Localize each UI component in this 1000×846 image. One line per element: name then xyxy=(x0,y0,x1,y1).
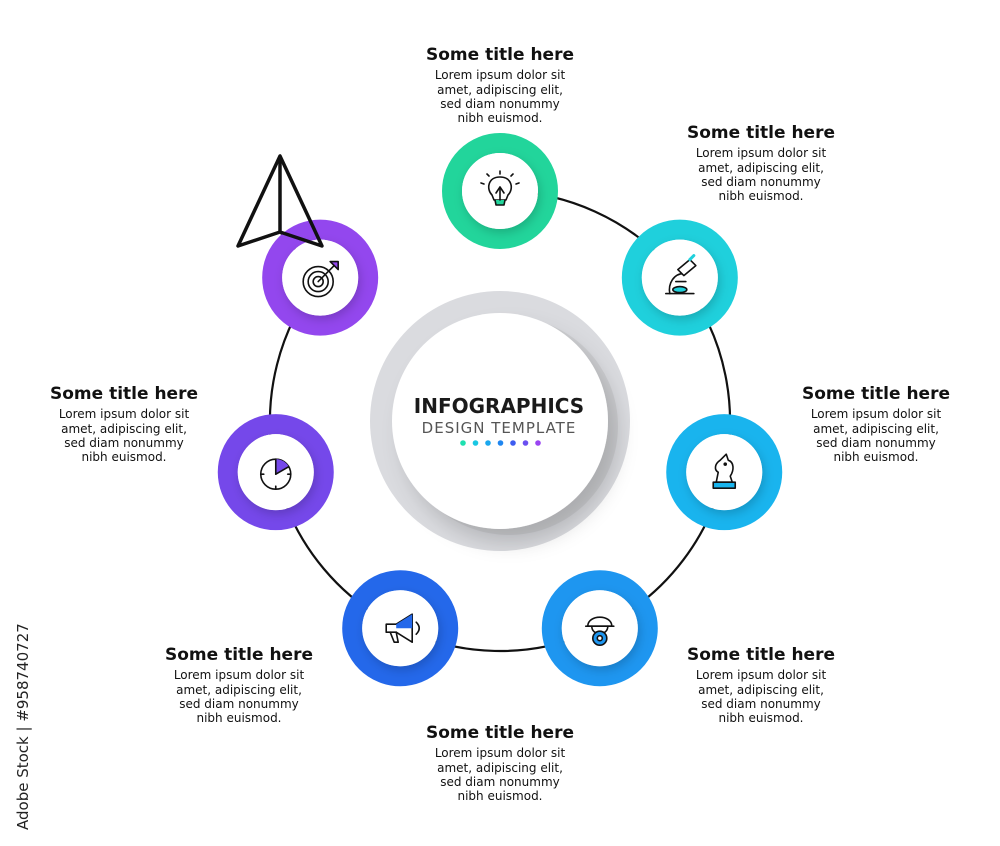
stock-credit: Adobe Stock | #958740727 xyxy=(14,623,32,830)
center-hub: INFOGRAPHICS DESIGN TEMPLATE xyxy=(370,291,630,551)
step-body-line: Lorem ipsum dolor sit xyxy=(811,407,942,421)
paper-plane-icon xyxy=(236,154,324,248)
step-body-line: sed diam nonummy xyxy=(64,436,184,450)
step-body-line: nibh euismod. xyxy=(718,189,803,203)
step-body-line: sed diam nonummy xyxy=(440,97,560,111)
center-dots xyxy=(460,440,541,446)
step-ring xyxy=(442,133,558,249)
step-body-line: nibh euismod. xyxy=(81,450,166,464)
center-dot xyxy=(485,440,491,446)
step-body-line: Lorem ipsum dolor sit xyxy=(435,68,566,82)
center-subtitle: DESIGN TEMPLATE xyxy=(422,419,577,437)
worker-helmet-gear-icon xyxy=(584,616,615,647)
step-body-line: nibh euismod. xyxy=(457,789,542,803)
chess-knight-icon xyxy=(712,453,737,489)
step-body-line: amet, adipiscing elit, xyxy=(437,83,563,97)
step-title: Some title here xyxy=(687,123,835,143)
target-arrow-icon xyxy=(302,260,339,298)
step-body-line: sed diam nonummy xyxy=(440,775,560,789)
center-dot xyxy=(472,440,479,446)
step-node xyxy=(621,219,738,336)
step-title: Some title here xyxy=(50,384,198,404)
center-dot xyxy=(510,440,516,446)
step-text-5: Some title here Lorem ipsum dolor sit am… xyxy=(426,723,574,803)
step-node xyxy=(666,414,783,531)
step-body-line: nibh euismod. xyxy=(457,111,542,125)
step-body-line: sed diam nonummy xyxy=(701,697,821,711)
step-node xyxy=(342,570,459,687)
center-dot xyxy=(535,440,541,446)
megaphone-icon xyxy=(385,613,421,644)
step-body-line: Lorem ipsum dolor sit xyxy=(435,746,566,760)
step-text-3: Some title here Lorem ipsum dolor sit am… xyxy=(802,384,950,464)
center-dot xyxy=(460,440,466,446)
center-dot xyxy=(522,440,529,446)
step-title: Some title here xyxy=(426,723,574,743)
step-title: Some title here xyxy=(687,645,835,665)
stopwatch-icon xyxy=(259,458,292,490)
step-ring xyxy=(262,219,379,336)
step-text-7: Some title here Lorem ipsum dolor sit am… xyxy=(50,384,198,464)
center-title: INFOGRAPHICS xyxy=(414,394,584,418)
step-body-line: amet, adipiscing elit, xyxy=(698,161,824,175)
microscope-icon xyxy=(665,254,697,295)
step-ring xyxy=(621,219,738,336)
step-body-line: Lorem ipsum dolor sit xyxy=(696,668,827,682)
step-title: Some title here xyxy=(802,384,950,404)
step-ring xyxy=(666,414,783,531)
center-disc xyxy=(392,313,608,529)
step-text-1: Some title here Lorem ipsum dolor sit am… xyxy=(426,45,574,125)
step-node xyxy=(541,570,658,687)
step-body-line: amet, adipiscing elit, xyxy=(61,422,187,436)
step-body-line: nibh euismod. xyxy=(718,711,803,725)
step-ring xyxy=(217,414,334,531)
center-dot xyxy=(497,440,504,446)
step-body-line: amet, adipiscing elit, xyxy=(698,683,824,697)
step-body-line: amet, adipiscing elit, xyxy=(176,683,302,697)
step-text-6: Some title here Lorem ipsum dolor sit am… xyxy=(165,645,313,725)
step-disc xyxy=(641,239,718,316)
step-body-line: amet, adipiscing elit, xyxy=(813,422,939,436)
step-nodes xyxy=(217,133,783,687)
step-text-4: Some title here Lorem ipsum dolor sit am… xyxy=(687,645,835,725)
step-title: Some title here xyxy=(426,45,574,65)
lightbulb-icon xyxy=(480,170,520,206)
step-body-line: nibh euismod. xyxy=(196,711,281,725)
step-body-line: Lorem ipsum dolor sit xyxy=(59,407,190,421)
step-body-line: sed diam nonummy xyxy=(701,175,821,189)
step-body-line: Lorem ipsum dolor sit xyxy=(174,668,305,682)
step-body-line: amet, adipiscing elit, xyxy=(437,761,563,775)
step-body-line: sed diam nonummy xyxy=(179,697,299,711)
step-body-line: Lorem ipsum dolor sit xyxy=(696,146,827,160)
step-title: Some title here xyxy=(165,645,313,665)
step-node xyxy=(217,414,334,531)
step-body-line: nibh euismod. xyxy=(833,450,918,464)
step-ring xyxy=(541,570,658,687)
step-disc xyxy=(561,590,638,667)
step-text-2: Some title here Lorem ipsum dolor sit am… xyxy=(687,123,835,203)
step-node xyxy=(442,133,558,249)
step-body-line: sed diam nonummy xyxy=(816,436,936,450)
step-node xyxy=(262,219,379,336)
step-ring xyxy=(342,570,459,687)
